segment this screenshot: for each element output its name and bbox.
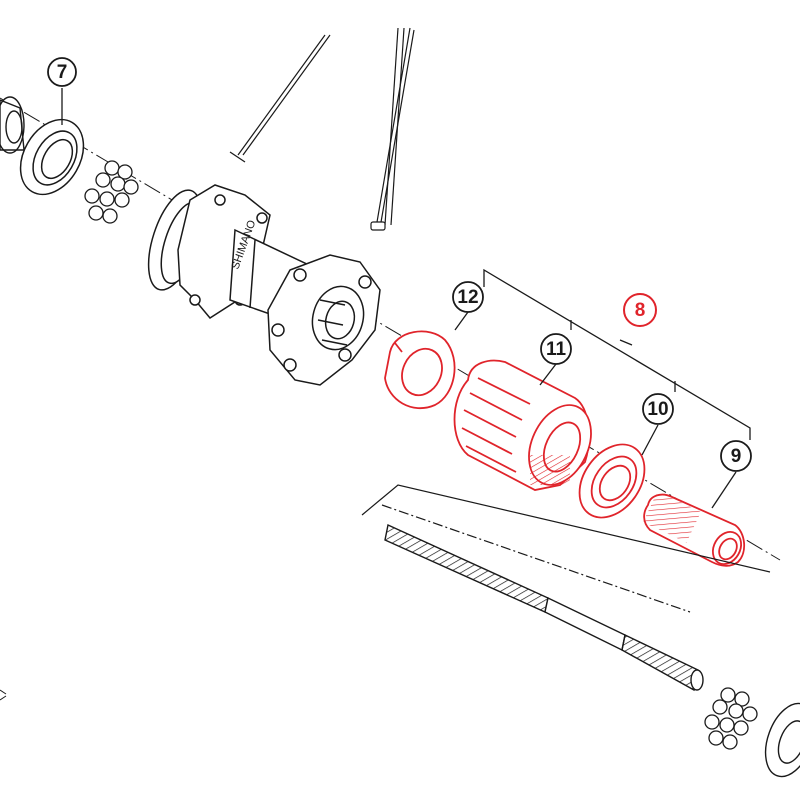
- right-cone: [764, 702, 800, 778]
- callout-10: 10: [642, 393, 674, 425]
- callout-7: 7: [47, 57, 77, 87]
- part-8-bracket: [483, 268, 751, 440]
- spacer-washer-12: [384, 330, 456, 410]
- callout-12-label: 12: [457, 287, 478, 308]
- callout-10-label: 10: [647, 399, 668, 420]
- seal-ring-10: [578, 443, 646, 519]
- callout-11-label: 11: [546, 339, 567, 360]
- freehub-body-11: [453, 359, 592, 491]
- callout-leaders: [61, 88, 737, 509]
- right-bearing-balls: [704, 687, 758, 750]
- axle: [384, 523, 704, 692]
- sleeve-9: [643, 491, 745, 567]
- callout-7-label: 7: [57, 62, 68, 83]
- callout-11: 11: [540, 333, 572, 365]
- callout-8-label: 8: [635, 300, 646, 321]
- callout-12: 12: [452, 281, 484, 313]
- hub-body: SHIMANO: [147, 184, 381, 386]
- left-locknut: [0, 96, 25, 154]
- dust-seal: [19, 118, 85, 196]
- edge-mark: [0, 689, 7, 701]
- callout-8: 8: [623, 293, 657, 327]
- left-bearing-balls: [84, 160, 139, 224]
- axle-group-frame: [361, 484, 771, 613]
- spokes: [229, 27, 415, 231]
- callout-9-label: 9: [731, 446, 742, 467]
- callout-9: 9: [720, 440, 752, 472]
